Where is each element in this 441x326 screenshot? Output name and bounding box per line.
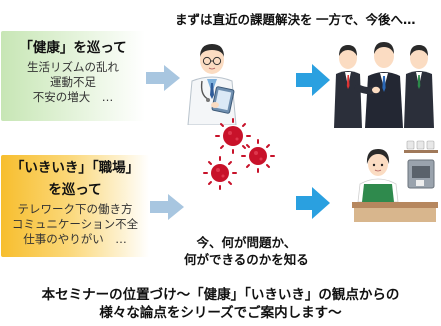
cafe-worker-illustration bbox=[352, 140, 438, 222]
health-box-title: 「健康」を巡って bbox=[19, 40, 127, 56]
arrow-right-icon bbox=[146, 65, 180, 91]
caption-top-right: 一方で、今後へ… bbox=[316, 12, 416, 27]
caption-middle-line2: 何ができるのかを知る bbox=[184, 252, 309, 267]
summary-line2: 様々な論点をシリーズでご案内します〜 bbox=[99, 305, 342, 321]
summary-text: 本セミナーの位置づけ〜「健康」「いきいき」の観点からの 様々な論点をシリーズでご… bbox=[0, 286, 441, 322]
work-box-item: 仕事のやりがい … bbox=[23, 232, 127, 246]
work-box-title-line2: を巡って bbox=[48, 182, 102, 198]
work-box-item: テレワーク下の働き方 bbox=[17, 202, 133, 216]
business-people-illustration bbox=[334, 42, 434, 128]
caption-middle-line1: 今、何が問題か、 bbox=[196, 235, 297, 250]
doctor-illustration bbox=[187, 44, 237, 125]
health-box-item: 生活リズムの乱れ bbox=[27, 60, 119, 74]
caption-middle: 今、何が問題か、 何ができるのかを知る bbox=[184, 234, 309, 268]
virus-icon bbox=[203, 118, 275, 190]
arrow-right-icon bbox=[150, 194, 184, 220]
health-box-item: 不安の増大 … bbox=[32, 90, 114, 104]
workplace-topic-box: 「いきいき」「職場」 を巡って テレワーク下の働き方 コミュニケーション不全 仕… bbox=[1, 155, 149, 257]
arrow-right-icon bbox=[296, 187, 330, 219]
summary-line1: 本セミナーの位置づけ〜「健康」「いきいき」の観点からの bbox=[41, 287, 400, 303]
health-topic-box: 「健康」を巡って 生活リズムの乱れ 運動不足 不安の増大 … bbox=[1, 31, 145, 121]
work-box-item: コミュニケーション不全 bbox=[11, 217, 139, 231]
arrow-right-icon bbox=[296, 64, 330, 96]
caption-top-middle: まずは直近の課題解決を bbox=[175, 12, 313, 27]
health-box-item: 運動不足 bbox=[50, 75, 96, 89]
work-box-title-line1: 「いきいき」「職場」 bbox=[10, 160, 140, 176]
